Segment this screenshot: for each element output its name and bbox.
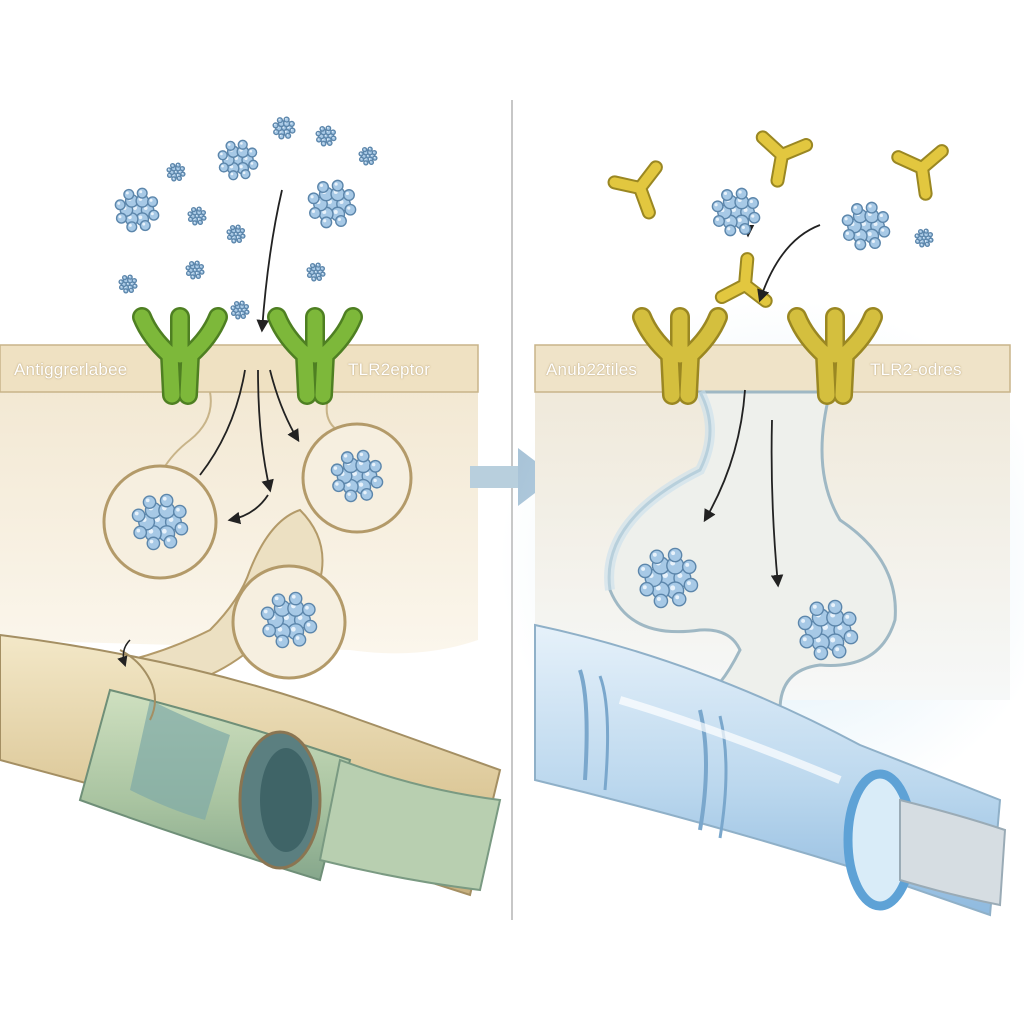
left-free-particles — [114, 116, 378, 320]
right-membrane-label-right: TLR2-odres — [870, 360, 962, 379]
left-arrows — [199, 189, 300, 525]
left-receptor-2 — [267, 307, 363, 405]
right-particle-cluster-2 — [797, 599, 859, 661]
right-free-particles — [711, 187, 934, 251]
left-membrane-label-left: Antiggrerlabee — [14, 360, 128, 379]
left-tissue — [0, 345, 478, 654]
right-receptor-2 — [787, 307, 883, 405]
right-antibody-4 — [714, 252, 773, 308]
right-receptor-1 — [632, 307, 728, 405]
right-intact-pipe — [534, 623, 1007, 917]
right-antibody-3 — [891, 144, 949, 201]
right-antibody-2 — [755, 130, 814, 188]
left-vesicle-2 — [301, 422, 413, 534]
right-membrane-label-left: Anub22tiles — [546, 360, 638, 379]
left-receptor-1 — [132, 307, 228, 405]
left-panel — [0, 116, 502, 897]
left-vesicle-3 — [231, 564, 347, 680]
left-damaged-pipe — [0, 633, 502, 897]
right-panel — [500, 130, 1024, 917]
left-membrane-label-right: TLR2eptor — [348, 360, 431, 379]
left-vesicle-1 — [102, 464, 218, 580]
right-particle-cluster-1 — [637, 547, 699, 609]
right-antibody-1 — [607, 160, 663, 220]
